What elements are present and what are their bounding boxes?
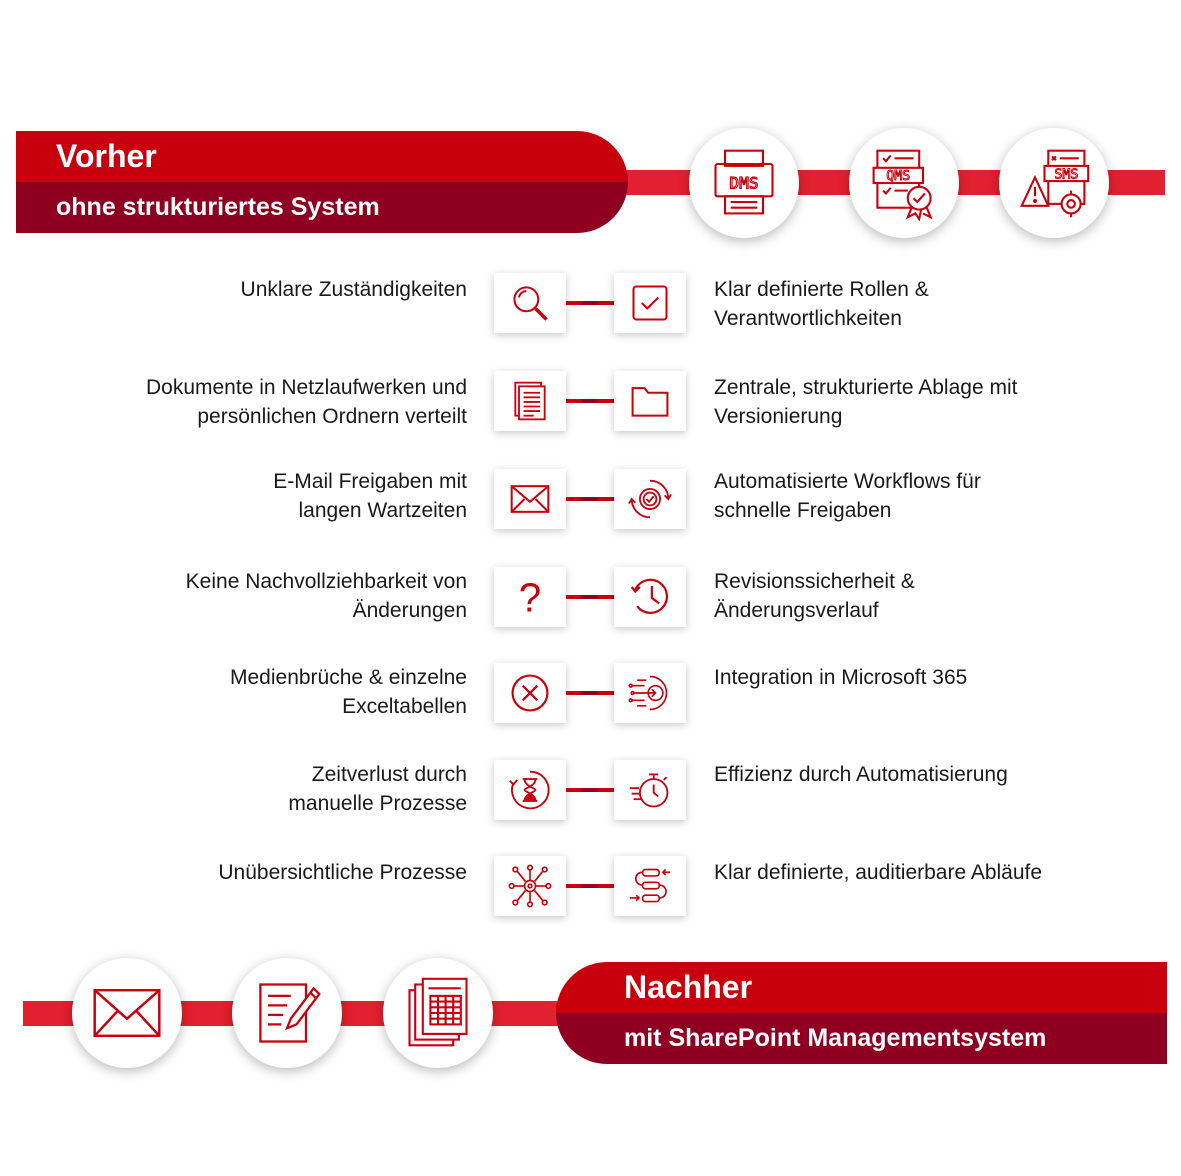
before-icon-box-5 <box>494 663 566 723</box>
envelope-circle <box>72 958 182 1068</box>
checkbox-icon <box>632 285 668 321</box>
after-text-4: Revisionssicherheit & Änderungsverlauf <box>714 570 915 622</box>
comparison-row-1: Unklare Zuständigkeiten Klar definierte … <box>0 273 1181 363</box>
row-connector-1 <box>566 301 614 305</box>
comparison-row-7: Unübersichtliche Prozesse Klar <box>0 856 1181 946</box>
svg-text:QMS: QMS <box>886 169 910 184</box>
comparison-row-5: Medienbrüche & einzelne Exceltabellen In… <box>0 663 1181 753</box>
question-mark-icon: ? <box>519 575 541 619</box>
svg-text:SMS: SMS <box>1054 167 1078 182</box>
before-icon-box-1 <box>494 273 566 333</box>
before-text-5: Medienbrüche & einzelne Exceltabellen <box>230 666 467 718</box>
workflow-gear-icon <box>628 479 672 519</box>
before-banner: Vorher ohne strukturiertes System <box>16 131 628 233</box>
magnifier-icon <box>513 286 548 321</box>
comparison-row-2: Dokumente in Netzlaufwerken und persönli… <box>0 371 1181 461</box>
row-connector-6 <box>566 788 614 792</box>
dms-circle: DMS <box>689 128 799 238</box>
document-edit-icon <box>259 983 321 1043</box>
mail-icon <box>510 485 550 513</box>
row-connector-4 <box>566 595 614 599</box>
sms-circle: SMS <box>999 128 1109 238</box>
after-text-1: Klar definierte Rollen & Verantwortlichk… <box>714 278 929 330</box>
dms-document-icon: DMS <box>714 149 774 215</box>
after-icon-box-7 <box>614 856 686 916</box>
row-connector-5 <box>566 691 614 695</box>
before-subtitle: ohne strukturiertes System <box>56 193 380 221</box>
after-icon-box-3 <box>614 469 686 529</box>
before-icon-box-4: ? <box>494 567 566 627</box>
comparison-row-6: Zeitverlust durch manuelle Prozesse Effi… <box>0 760 1181 850</box>
cross-circle-icon <box>511 674 549 712</box>
comparison-row-3: E-Mail Freigaben mit langen Wartzeiten A… <box>0 469 1181 559</box>
qms-circle: QMS <box>849 128 959 238</box>
spreadsheet-circle <box>383 958 493 1068</box>
row-connector-2 <box>566 399 614 403</box>
svg-text:?: ? <box>519 575 541 619</box>
after-title: Nachher <box>624 969 753 1005</box>
before-icon-box-3 <box>494 469 566 529</box>
after-text-7: Klar definierte, auditierbare Abläufe <box>714 861 1043 884</box>
before-icon-box-2 <box>494 371 566 431</box>
document-list-icon <box>514 381 546 421</box>
before-title: Vorher <box>56 138 157 174</box>
after-icon-box-1 <box>614 273 686 333</box>
sms-warning-gear-icon: SMS <box>1020 149 1090 218</box>
before-text-2: Dokumente in Netzlaufwerken und persönli… <box>145 376 467 428</box>
after-subtitle: mit SharePoint Managementsystem <box>624 1024 1047 1052</box>
row-connector-7 <box>566 884 614 888</box>
row-connector-3 <box>566 497 614 501</box>
after-icon-box-4 <box>614 567 686 627</box>
after-text-3: Automatisierte Workflows für schnelle Fr… <box>714 470 981 522</box>
qms-certificate-icon: QMS <box>872 149 933 221</box>
process-flow-icon <box>629 868 671 903</box>
before-text-3: E-Mail Freigaben mit langen Wartzeiten <box>273 470 467 522</box>
integration-gear-icon <box>628 675 668 711</box>
svg-text:DMS: DMS <box>729 174 758 193</box>
before-text-1: Unklare Zuständigkeiten <box>240 278 467 301</box>
network-chaos-icon <box>508 864 552 908</box>
before-icon-box-6 <box>494 760 566 820</box>
hourglass-icon <box>509 770 550 810</box>
after-text-6: Effizienz durch Automatisierung <box>714 763 1008 786</box>
folder-icon <box>631 387 669 417</box>
before-text-7: Unübersichtliche Prozesse <box>218 861 467 884</box>
after-text-5: Integration in Microsoft 365 <box>714 666 968 689</box>
before-text-6: Zeitverlust durch manuelle Prozesse <box>288 763 467 815</box>
after-icon-box-2 <box>614 371 686 431</box>
comparison-row-4: Keine Nachvollziehbarkeit von Änderungen… <box>0 567 1181 657</box>
stopwatch-icon <box>629 773 669 808</box>
document-edit-circle <box>232 958 342 1068</box>
history-clock-icon <box>630 578 668 614</box>
before-icon-box-7 <box>494 856 566 916</box>
after-banner: Nachher mit SharePoint Managementsystem <box>556 962 1167 1064</box>
after-icon-box-6 <box>614 760 686 820</box>
spreadsheet-icon <box>408 977 468 1047</box>
before-text-4: Keine Nachvollziehbarkeit von Änderungen <box>185 570 467 622</box>
after-text-2: Zentrale, strukturierte Ablage mit Versi… <box>714 376 1018 428</box>
after-icon-box-5 <box>614 663 686 723</box>
envelope-icon <box>93 988 161 1038</box>
